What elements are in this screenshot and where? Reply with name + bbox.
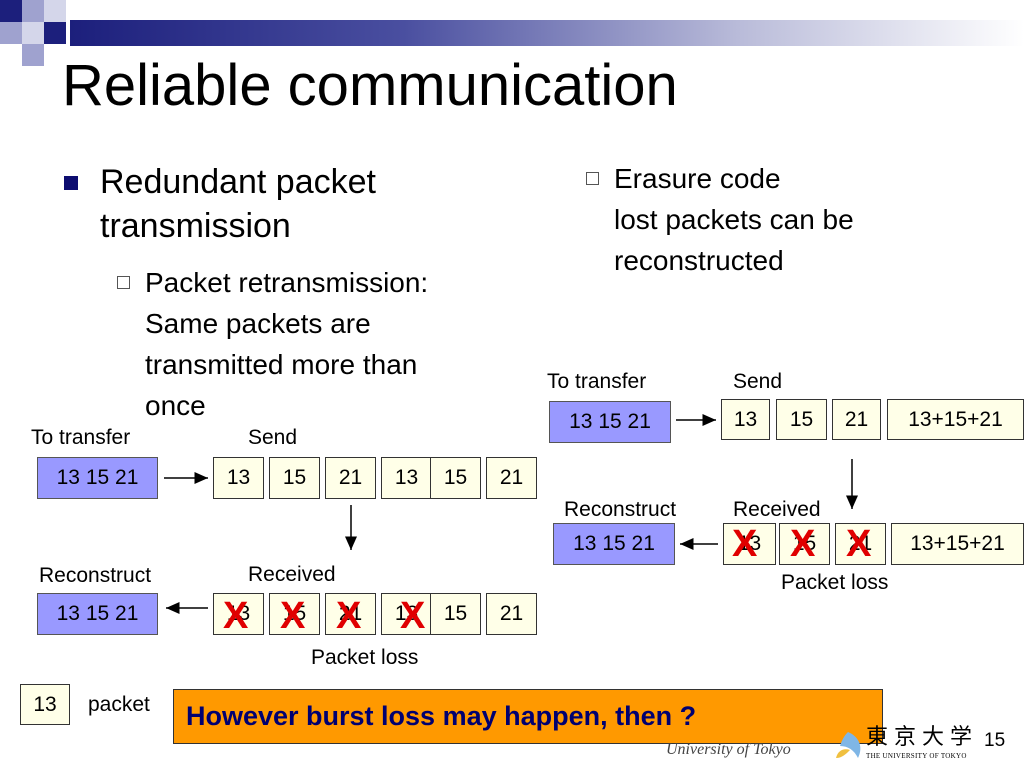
- loss-marker-icon: X: [223, 595, 249, 637]
- right-send-label: Send: [733, 370, 783, 393]
- right-sent-packet: 21: [832, 399, 881, 440]
- left-received-packet: 21: [325, 593, 376, 635]
- erasure-line: Erasure code: [614, 163, 781, 194]
- left-received-packet: 13: [213, 593, 264, 635]
- legend-packet-label: packet: [88, 693, 150, 716]
- left-sent-packet: 21: [486, 457, 537, 499]
- sub-line: Same packets are: [145, 308, 371, 339]
- burst-loss-banner: However burst loss may happen, then ?: [173, 689, 883, 744]
- right-received-packet: 21: [835, 523, 886, 565]
- left-packet-loss-label: Packet loss: [311, 646, 419, 669]
- university-logo-icon: [828, 728, 868, 764]
- right-reconstruct-label: Reconstruct: [564, 498, 677, 521]
- right-received-packet: 13: [723, 523, 776, 565]
- main-bullet-line1: Redundant packet: [100, 163, 376, 201]
- left-received-packet: 21: [486, 593, 537, 635]
- right-received-packet: 15: [779, 523, 830, 565]
- left-reconstructed-box: 13 15 21: [37, 593, 158, 635]
- right-source-box: 13 15 21: [549, 401, 671, 443]
- left-sent-packet: 15: [430, 457, 481, 499]
- loss-marker-icon: X: [400, 595, 426, 637]
- erasure-line: reconstructed: [614, 245, 784, 276]
- left-send-label: Send: [248, 426, 298, 449]
- loss-marker-icon: X: [846, 523, 872, 565]
- right-sent-packet: 13: [721, 399, 770, 440]
- right-sent-parity-packet: 13+15+21: [887, 399, 1024, 440]
- logo-sub: THE UNIVERSITY OF TOKYO: [866, 752, 967, 760]
- main-bullet-line2: transmission: [100, 207, 291, 245]
- right-received-parity-packet: 13+15+21: [891, 523, 1024, 565]
- left-reconstruct-label: Reconstruct: [39, 564, 152, 587]
- sub-bullet: Packet retransmission: Same packets are …: [145, 262, 428, 426]
- left-sent-packet: 21: [325, 457, 376, 499]
- logo-kanji: 東京大学: [866, 725, 979, 750]
- main-bullet: Redundant packet transmission: [100, 160, 376, 248]
- left-source-box: 13 15 21: [37, 457, 158, 499]
- loss-marker-icon: X: [732, 523, 758, 565]
- checkbox-bullet-icon: [586, 172, 599, 185]
- bullet-marker: [64, 176, 78, 190]
- left-received-packet: 15: [430, 593, 481, 635]
- left-to-transfer-label: To transfer: [31, 426, 131, 449]
- left-sent-packet: 15: [269, 457, 320, 499]
- left-received-packet: 15: [269, 593, 320, 635]
- checkbox-bullet-icon: [117, 276, 130, 289]
- right-packet-loss-label: Packet loss: [781, 571, 889, 594]
- loss-marker-icon: X: [790, 523, 816, 565]
- right-to-transfer-label: To transfer: [547, 370, 647, 393]
- left-sent-packet: 13: [381, 457, 432, 499]
- legend-packet-box: 13: [20, 684, 70, 725]
- sub-line: transmitted more than: [145, 349, 418, 380]
- left-received-label: Received: [248, 563, 336, 586]
- right-received-label: Received: [733, 498, 821, 521]
- right-reconstructed-box: 13 15 21: [553, 523, 675, 565]
- loss-marker-icon: X: [336, 595, 362, 637]
- page-title: Reliable communication: [62, 53, 678, 118]
- left-received-packet: 13: [381, 593, 432, 635]
- loss-marker-icon: X: [280, 595, 306, 637]
- footer-university: University of Tokyo: [666, 741, 791, 758]
- erasure-code-text: Erasure code lost packets can be reconst…: [614, 158, 854, 281]
- left-sent-packet: 13: [213, 457, 264, 499]
- sub-line: Packet retransmission:: [145, 267, 429, 298]
- sub-line: once: [145, 390, 206, 421]
- erasure-line: lost packets can be: [614, 204, 854, 235]
- right-sent-packet: 15: [776, 399, 827, 440]
- page-number: 15: [984, 730, 1006, 751]
